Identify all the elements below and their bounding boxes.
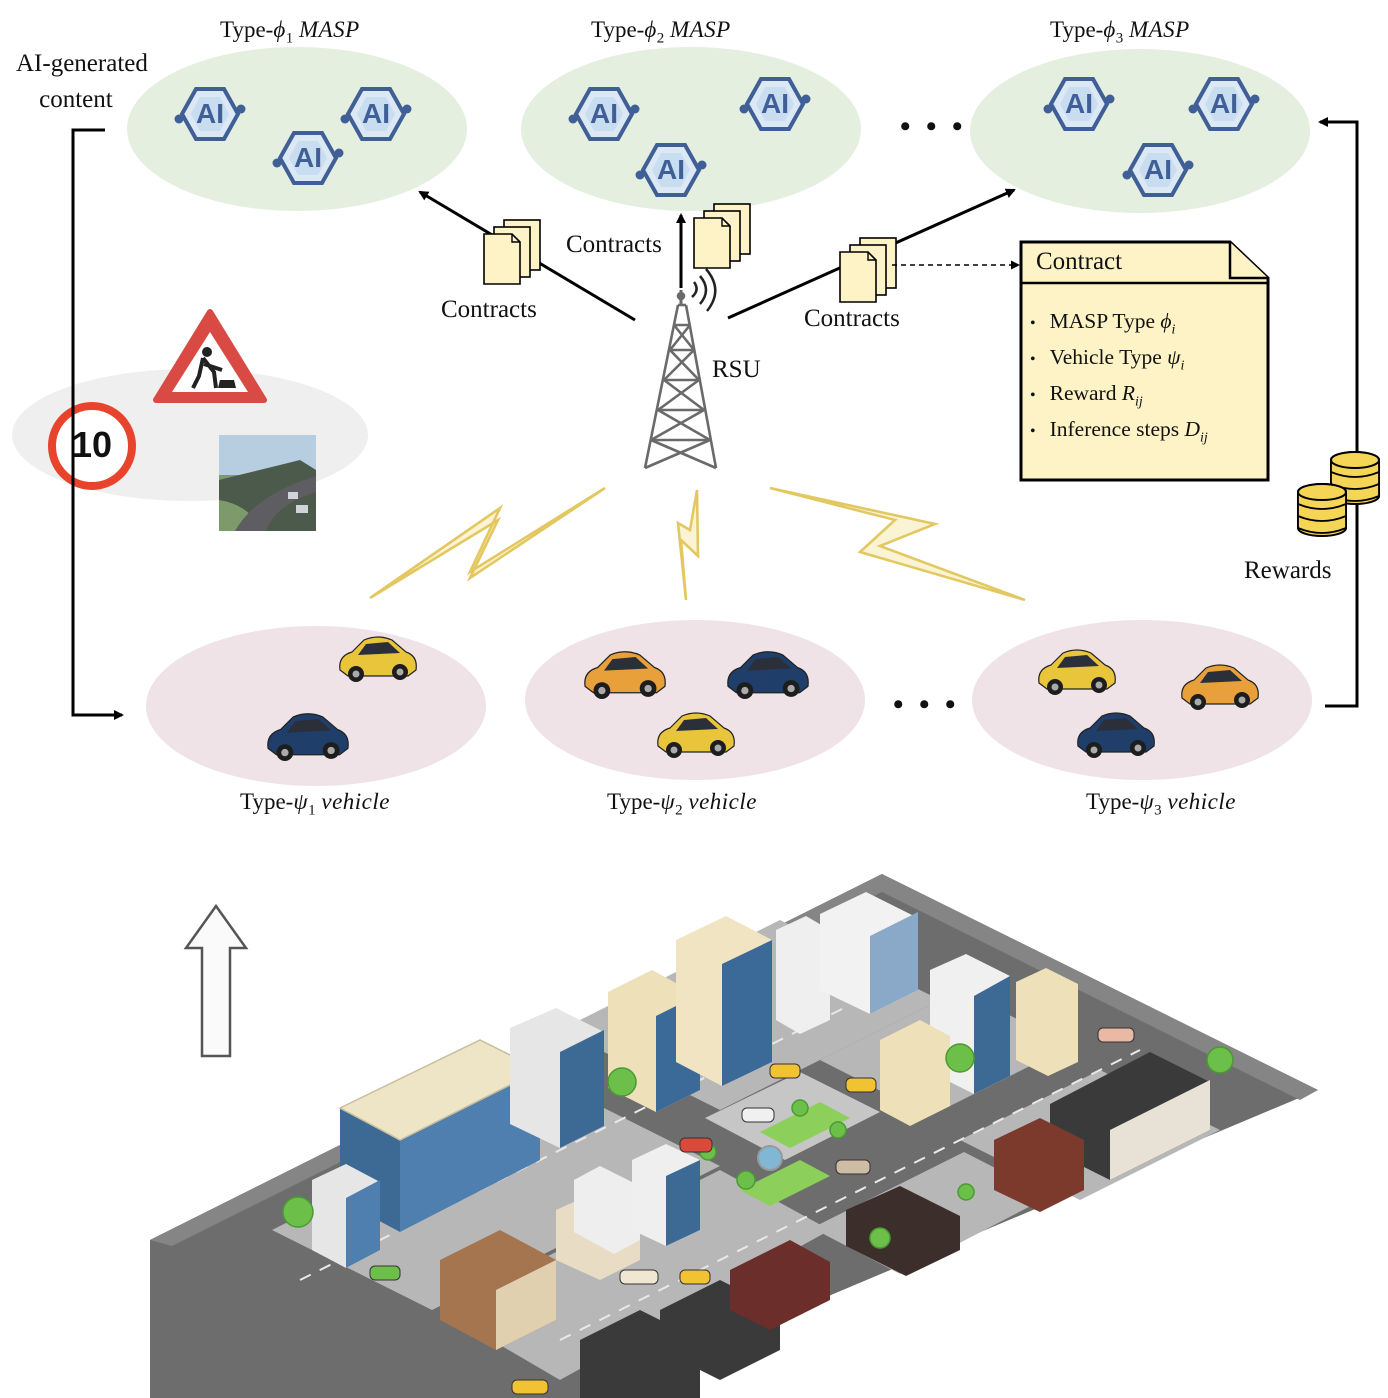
lightning-center	[676, 489, 700, 601]
rsu-label: RSU	[712, 356, 761, 383]
contract-item: MASP Type ϕi	[1030, 306, 1208, 342]
contract-item: Vehicle Type ψi	[1030, 342, 1208, 378]
contracts-docs-1	[483, 219, 541, 285]
ai-generated-label-line2: content	[39, 86, 113, 113]
vehicle-cloud-3	[972, 620, 1312, 780]
contract-card-items: MASP Type ϕi Vehicle Type ψi Reward Rij …	[1030, 306, 1208, 450]
ai-icon-text: AI	[1065, 88, 1093, 119]
road-work-sign-icon	[153, 309, 267, 403]
contracts-docs-3	[839, 237, 897, 303]
masp-label-3: Type-ϕ3 MASP	[1050, 17, 1190, 47]
contract-card-title: Contract	[1036, 248, 1123, 275]
loop-arrow-left	[71, 128, 124, 720]
contract-item: Reward Rij	[1030, 378, 1208, 414]
road-photo	[219, 435, 316, 531]
ellipsis-masp: • • •	[900, 110, 967, 143]
ellipsis-vehicle: • • •	[893, 688, 960, 721]
contracts-label-3: Contracts	[804, 305, 900, 332]
contract-item: Inference steps Dij	[1030, 414, 1208, 450]
vehicle-cloud-2	[525, 620, 865, 780]
wifi-signal-icon	[691, 268, 717, 312]
ai-generated-content-label: AI-generated content	[16, 46, 148, 118]
masp-label-1: Type-ϕ1 MASP	[220, 17, 360, 47]
loop-arrow-right	[1318, 117, 1359, 708]
vehicle-label-2: Type-ψ2 vehicle	[607, 789, 757, 819]
vehicle-cloud-1	[146, 626, 486, 786]
ai-icon-text: AI	[294, 142, 322, 173]
ai-icon-text: AI	[761, 88, 789, 119]
city-illustration	[150, 874, 1318, 1398]
ai-icon-text: AI	[196, 98, 224, 129]
ai-icon-text: AI	[657, 154, 685, 185]
speed-limit-value: 10	[71, 424, 113, 465]
coins-icon	[1297, 483, 1347, 537]
lightning-right	[769, 486, 1026, 602]
masp-label-2: Type-ϕ2 MASP	[591, 17, 731, 47]
ai-icon-text: AI	[590, 98, 618, 129]
vehicle-label-1: Type-ψ1 vehicle	[240, 789, 390, 819]
up-arrow-icon	[183, 903, 249, 1058]
ai-icon-text: AI	[362, 98, 390, 129]
ai-icon-text: AI	[1210, 88, 1238, 119]
rewards-label: Rewards	[1244, 557, 1332, 584]
vehicle-label-3: Type-ψ3 vehicle	[1086, 789, 1236, 819]
ai-icon-text: AI	[1144, 154, 1172, 185]
contracts-label-2: Contracts	[566, 231, 662, 258]
ai-generated-label-line1: AI-generated	[16, 50, 148, 77]
contracts-docs-2	[693, 203, 751, 269]
contracts-label-1: Contracts	[441, 296, 537, 323]
rsu-tower-icon	[643, 290, 718, 470]
masp-cloud-1	[127, 47, 467, 211]
lightning-left	[369, 486, 606, 600]
